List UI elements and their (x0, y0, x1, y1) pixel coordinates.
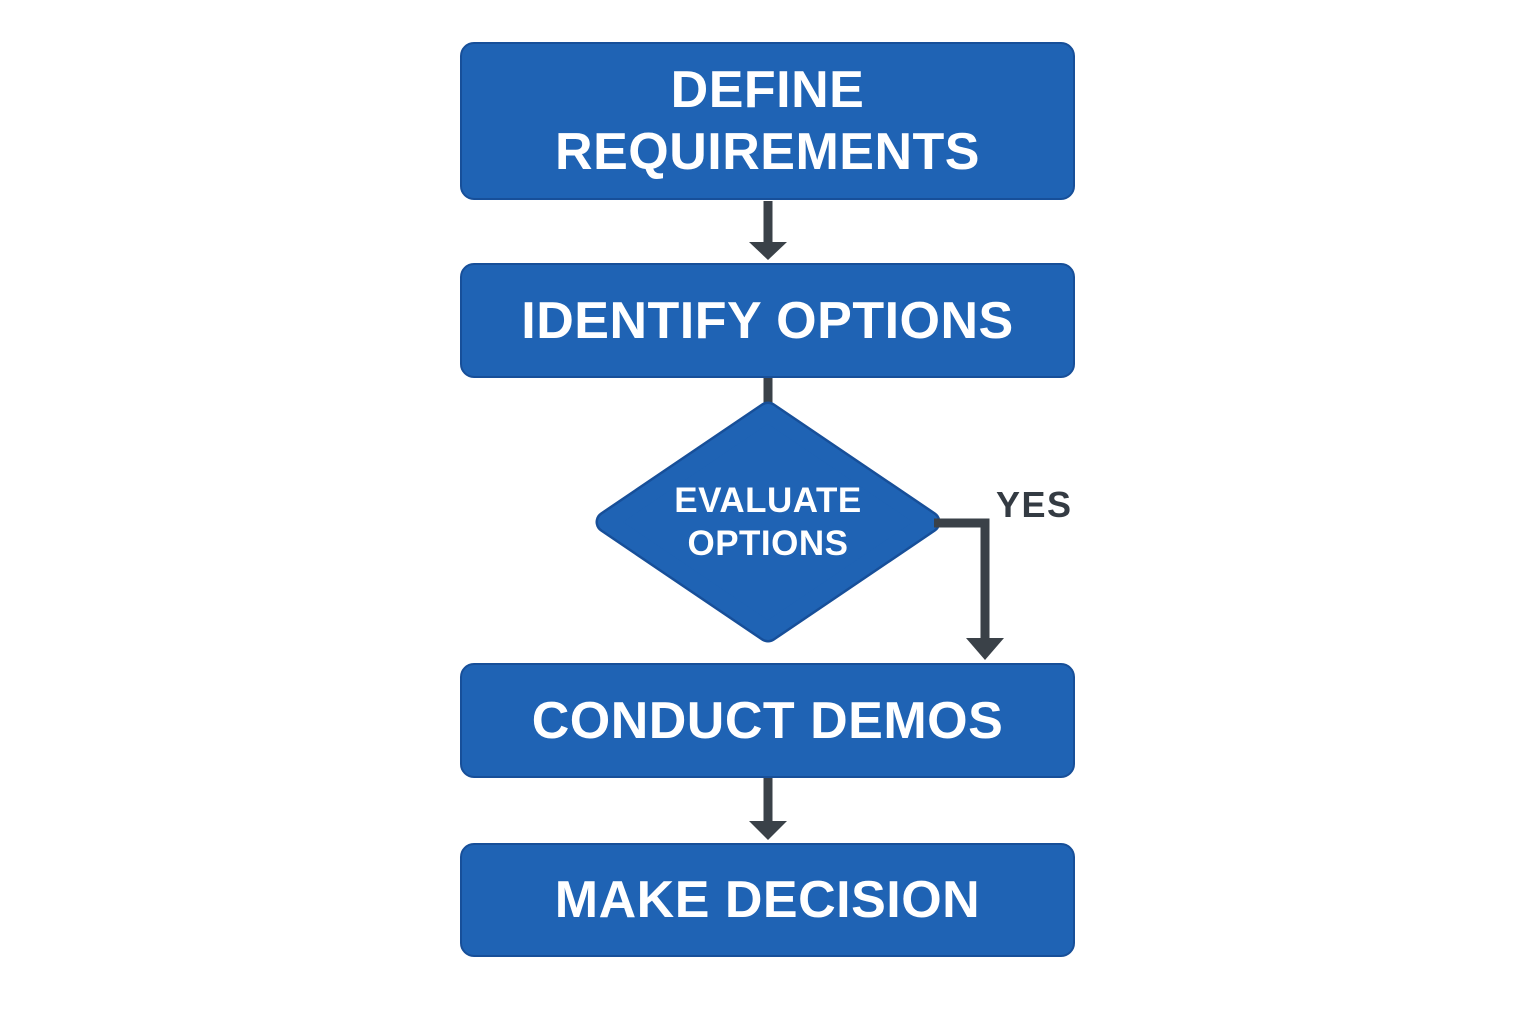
node-evaluate-options-label: EVALUATE OPTIONS (674, 481, 862, 563)
node-identify-options: IDENTIFY OPTIONS (460, 263, 1075, 378)
arrowhead-down-icon (749, 242, 787, 260)
node-define-requirements: DEFINE REQUIREMENTS (460, 42, 1075, 200)
node-make-decision: MAKE DECISION (460, 843, 1075, 957)
edge-elbow-line (934, 518, 990, 640)
edge-define-to-identify (749, 201, 787, 260)
edge-label-yes: YES (996, 484, 1073, 525)
arrowhead-down-icon (966, 638, 1004, 660)
node-conduct-demos: CONDUCT DEMOS (460, 663, 1075, 778)
arrowhead-down-icon (749, 821, 787, 840)
edge-conduct-to-make (749, 778, 787, 840)
edge-evaluate-to-conduct (934, 518, 1004, 660)
